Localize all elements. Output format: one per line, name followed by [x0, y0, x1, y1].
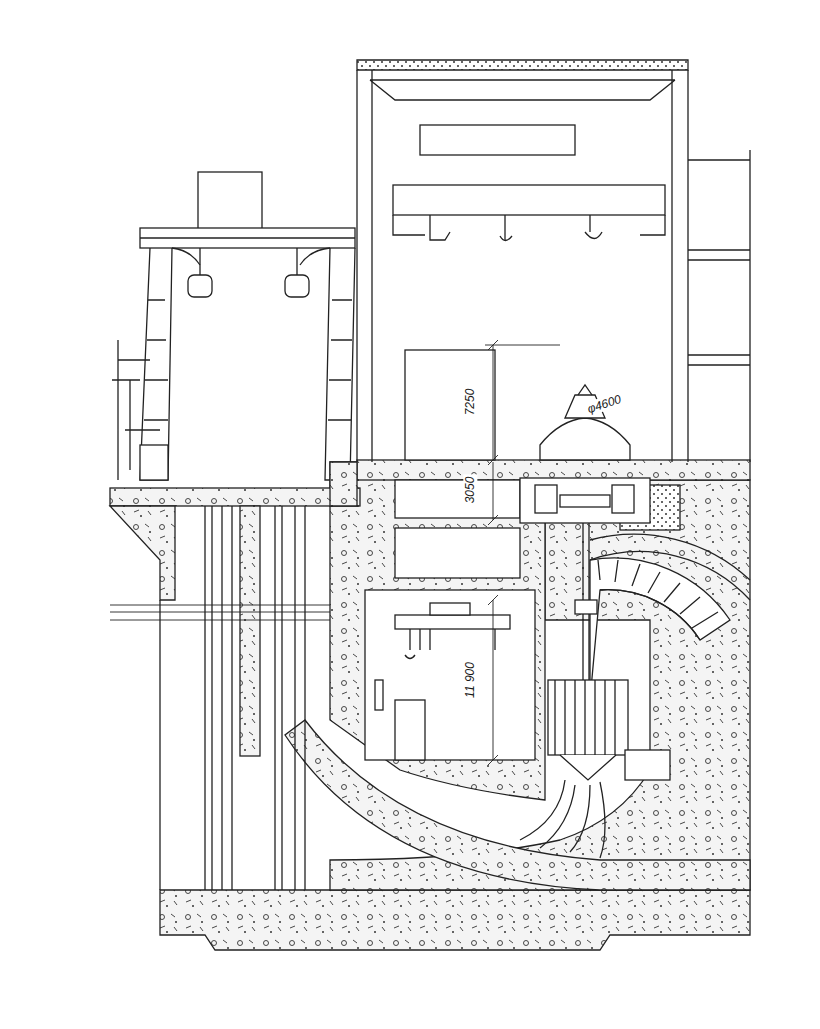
intake-wall [330, 462, 357, 506]
diameter-label: φ4600 [584, 391, 625, 416]
lower-gallery [365, 590, 535, 760]
powerhouse-building [357, 60, 750, 462]
room [395, 528, 520, 578]
central-block [330, 462, 545, 800]
turbine [520, 680, 670, 858]
generator [520, 385, 650, 523]
dimension-lines [485, 340, 560, 765]
dimension-label: 7250 [463, 387, 477, 418]
room [395, 480, 520, 518]
spiral-case [590, 534, 750, 700]
guide-bearing [575, 600, 597, 614]
gallery-crane [375, 603, 510, 760]
water-level [110, 605, 330, 620]
gate-slots [160, 506, 305, 890]
intake-pier [110, 506, 175, 600]
dimension-label: 3050 [463, 475, 477, 506]
dimension-label: 11 900 [463, 660, 477, 700]
generator-floor [357, 460, 750, 480]
foundation-slab [160, 890, 750, 950]
gantry-crane [112, 172, 355, 480]
intake-deck [110, 488, 360, 506]
